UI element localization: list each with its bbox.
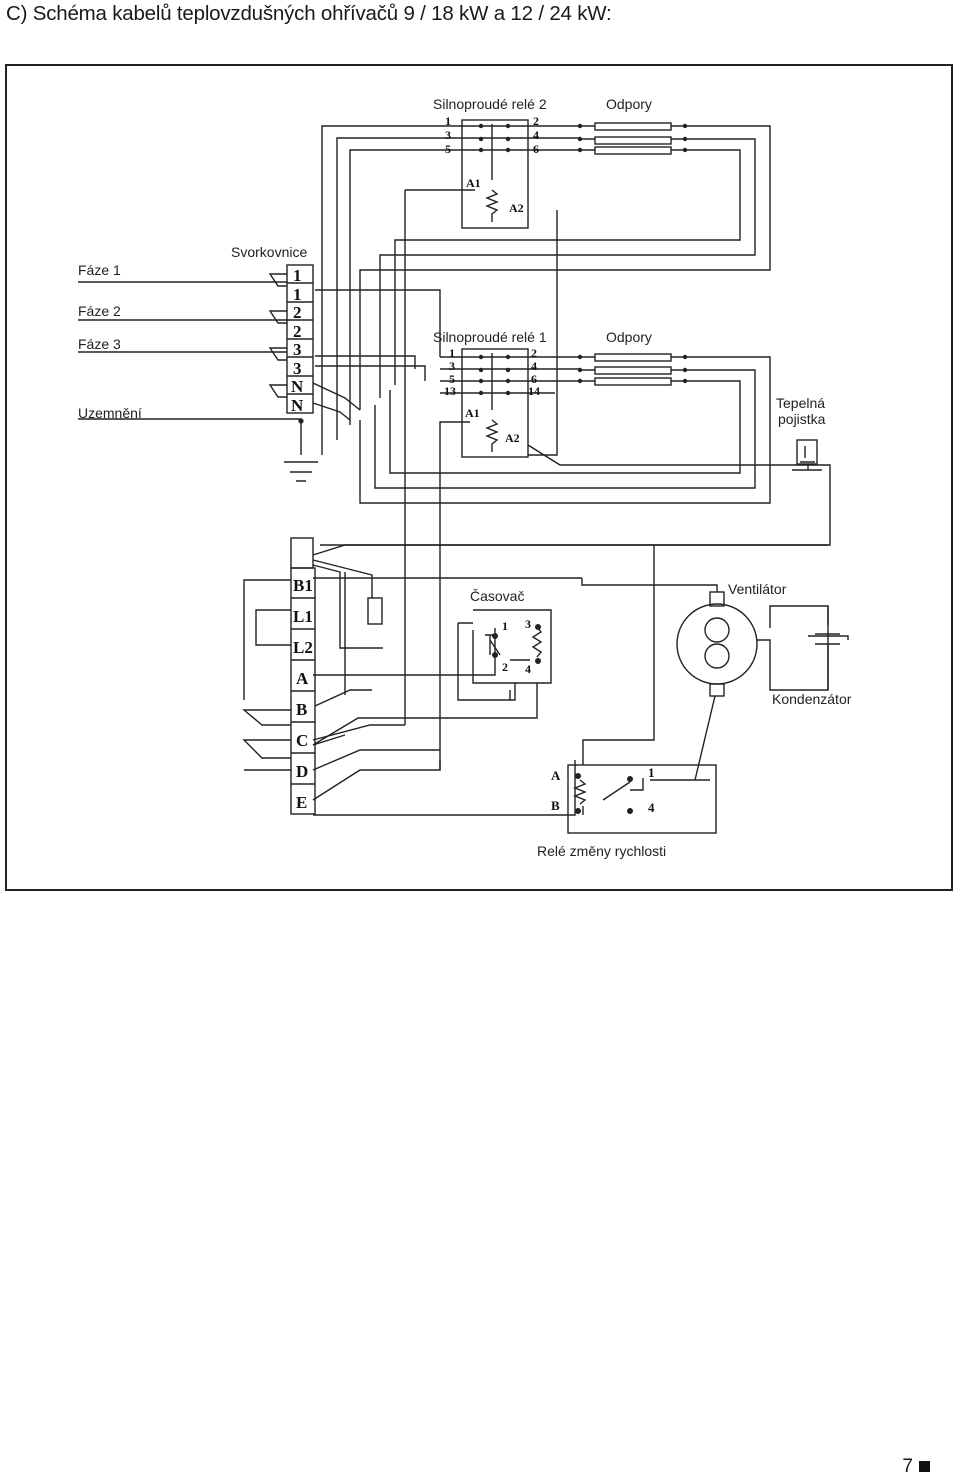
control-terminal-block [242,537,316,815]
relay1-pin-6: 6 [531,372,537,386]
relay2-a2: A2 [509,201,524,215]
relay1-pin-13: 13 [444,384,456,398]
ctrl-terminal-b: B [296,700,307,719]
relay2-pin-5: 5 [445,142,451,156]
speed-relay-pin-b: B [551,798,560,813]
timer-pin-1: 1 [502,619,508,633]
relay1-pin-3: 3 [449,359,455,373]
ctrl-terminal-l2: L2 [293,638,313,657]
terminal-na: N [291,377,304,396]
relay2-a1: A1 [466,176,481,190]
ctrl-terminal-b1: B1 [293,576,313,595]
speed-relay-icon [567,764,717,834]
resistors-top-icon [594,122,672,155]
relay1-pin-14: 14 [528,384,540,398]
relay1-pin-2: 2 [531,346,537,360]
speed-relay-pin-1: 1 [648,765,655,780]
terminal-3a: 3 [293,340,302,359]
timer-pin-4: 4 [525,662,531,676]
relay2-box [461,119,529,229]
relay1-a2: A2 [505,431,520,445]
ctrl-terminal-a: A [296,669,309,688]
phase3-label: Fáze 3 [78,336,121,352]
terminal-nb: N [291,396,304,415]
relay2-pin-2: 2 [533,114,539,128]
relay2-pin-3: 3 [445,128,451,142]
relay1-pin-1: 1 [449,346,455,360]
page-heading: C) Schéma kabelů teplovzdušných ohřívačů… [6,2,612,25]
relay1-a1: A1 [465,406,480,420]
capacitor-label: Kondenzátor [772,691,852,707]
terminal-block-label: Svorkovnice [231,244,307,260]
diagram-frame [5,64,953,891]
page-number-text: 7 [902,1456,913,1477]
timer-pin-2: 2 [502,660,508,674]
terminal-3b: 3 [293,359,302,378]
ctrl-terminal-l1: L1 [293,607,313,626]
terminal-numbers: 1 1 2 2 3 3 N N [291,266,304,415]
page-marker-square [919,1461,930,1472]
terminal-2a: 2 [293,303,302,322]
thermal-fuse-icon [792,439,822,471]
terminal-1a: 1 [293,266,302,285]
speed-relay-label: Relé změny rychlosti [537,843,666,859]
relay2-label: Silnoproudé relé 2 [433,96,547,112]
ctrl-terminal-e: E [296,793,307,812]
ctrl-terminal-c: C [296,731,308,750]
speed-relay-pin-4: 4 [648,800,655,815]
relay2-pin-1: 1 [445,114,451,128]
resistors-mid-label: Odpory [606,329,652,345]
fan-icon [676,591,758,697]
relay1-pin-4: 4 [531,359,537,373]
relay1-box [461,348,529,458]
thermal-fuse-label-1: Tepelná [776,395,825,411]
relay1-pin-5: 5 [449,372,455,386]
timer-label: Časovač [470,588,524,604]
relay1-label: Silnoproudé relé 1 [433,329,547,345]
fan-label: Ventilátor [728,581,787,597]
timer-icon [472,609,552,684]
capacitor-icon [808,606,849,690]
timer-pin-3: 3 [525,617,531,631]
resistors-top-label: Odpory [606,96,652,112]
page-number: 7 [902,1456,930,1478]
resistors-mid-icon [594,353,672,386]
ctrl-terminal-d: D [296,762,308,781]
fuse-small-icon [367,597,383,625]
thermal-fuse-label-2: pojistka [778,411,826,427]
phase1-label: Fáze 1 [78,262,121,278]
relay2-pin-6: 6 [533,142,539,156]
wiring-diagram: Silnoproudé relé 2 Odpory Svorkovnice Fá… [78,96,852,859]
ground-label: Uzemnění [78,405,142,421]
connection-dots [298,123,688,814]
terminal-block [268,264,314,414]
terminal-1b: 1 [293,285,302,304]
relay2-pin-4: 4 [533,128,539,142]
phase2-label: Fáze 2 [78,303,121,319]
terminal-2b: 2 [293,322,302,341]
speed-relay-pin-a: A [551,768,561,783]
ground-icon [284,461,318,482]
